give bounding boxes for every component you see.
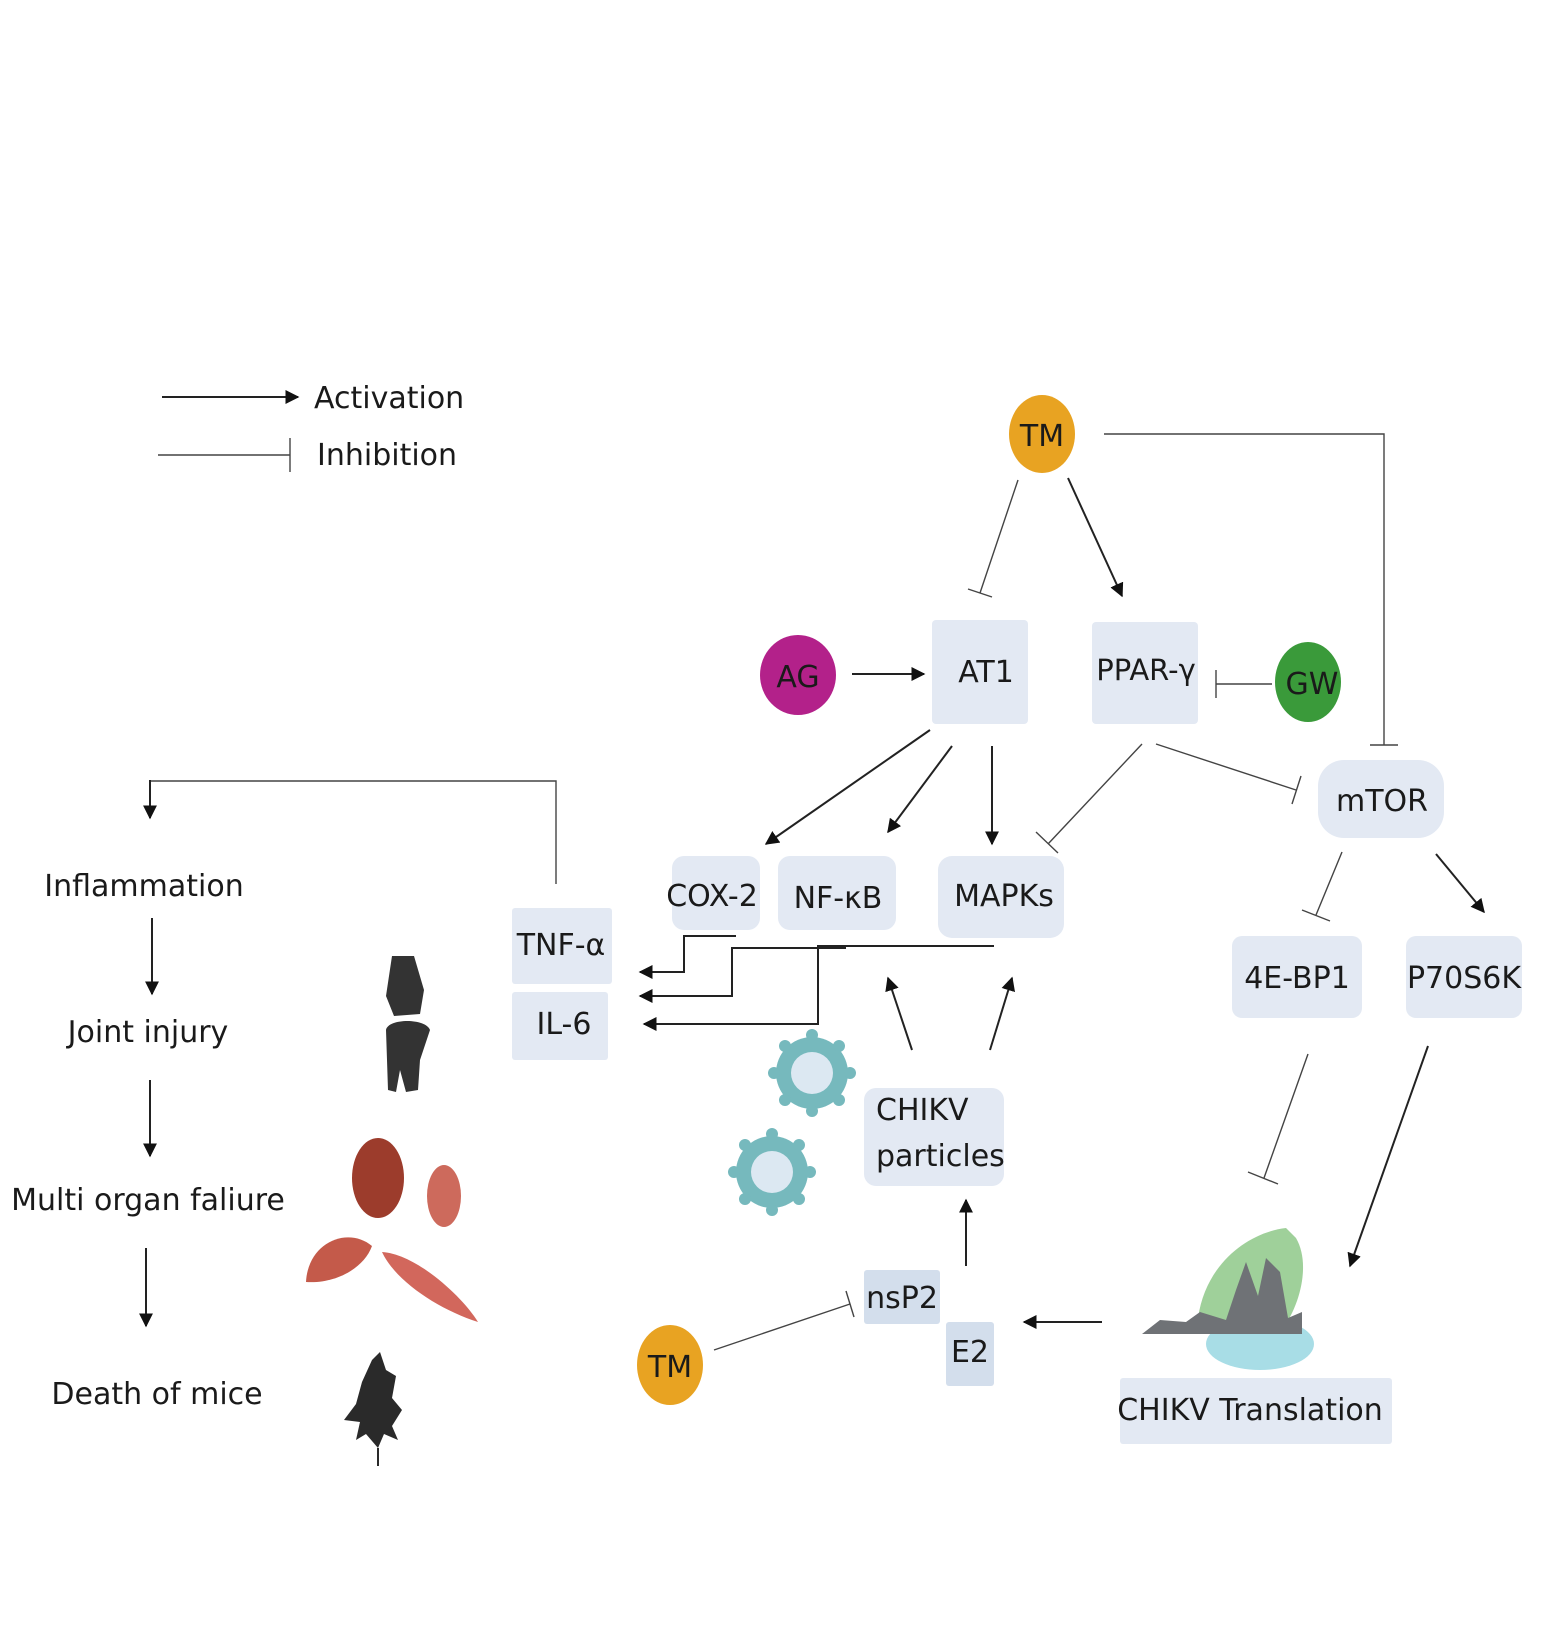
virus-icon [728, 1128, 816, 1216]
at1-label: AT1 [958, 655, 1014, 690]
particles-activates-mapks [989, 976, 1016, 1051]
il6-box [512, 992, 608, 1060]
ppar-box [1092, 622, 1198, 724]
tm-activates-ppar [1067, 477, 1124, 598]
virus-icon [768, 1029, 856, 1117]
chikv-particles-label-2: particles [876, 1139, 1005, 1174]
particles-activates-nfkb [885, 976, 913, 1051]
e2-label: E2 [951, 1335, 989, 1370]
mapks-label: MAPKs [954, 879, 1054, 914]
ppar-inhibits-mapks-bar [1035, 831, 1059, 854]
4ebp1-inhibits-translation [1263, 1053, 1309, 1179]
ag-circle [760, 635, 836, 715]
mtor-activates-p70s6k [1435, 853, 1485, 914]
tm-inhibits-nsp2 [713, 1303, 851, 1351]
gw-circle [1275, 642, 1341, 722]
chikv-translation-box [1120, 1378, 1392, 1444]
tnfa-box [512, 908, 612, 984]
legend: Activation Inhibition [158, 381, 464, 473]
ppar-label: PPAR-γ [1096, 653, 1196, 687]
ribosome-icon [1142, 1228, 1314, 1370]
edges [139, 433, 1485, 1351]
organs-icon [306, 1138, 478, 1322]
inflammation-label: Inflammation [44, 869, 243, 904]
p70s6k-label: P70S6K [1407, 961, 1522, 996]
fourebp1-box [1232, 936, 1362, 1018]
joint-icon [386, 956, 430, 1092]
node-labels: TM AG GW TM AT1 PPAR-γ mTOR COX-2 NF-κB … [516, 419, 1523, 1428]
outcome-labels: Inflammation Joint injury Multi organ fa… [11, 869, 285, 1412]
p70s6k-activates-translation [1347, 1045, 1429, 1268]
at1-activates-cox2 [764, 729, 931, 845]
tm-top-circle [1009, 395, 1075, 473]
4ebp1-inhibits-translation-bar [1247, 1171, 1279, 1185]
nsp2-label: nsP2 [866, 1281, 938, 1316]
legend-inhibition-label: Inhibition [317, 438, 457, 473]
tm-bottom-circle [637, 1325, 703, 1405]
joint-injury-label: Joint injury [66, 1015, 229, 1050]
cox2-label: COX-2 [666, 879, 758, 914]
mtor-label: mTOR [1336, 784, 1428, 819]
at1-box [932, 620, 1028, 724]
mapks-activates-il6 [642, 945, 994, 1031]
multi-organ-label: Multi organ faliure [11, 1183, 285, 1218]
tnfa-label: TNF-α [516, 928, 606, 963]
node-boxes [512, 620, 1522, 1444]
tm-inhibits-mtor [1104, 433, 1385, 745]
tm-inhibits-at1 [979, 479, 1019, 594]
nfkb-activates-il6 [638, 947, 846, 1003]
e2-box [946, 1322, 994, 1386]
cox2-box [672, 856, 760, 930]
ppar-inhibits-mtor [1155, 743, 1297, 791]
compound-circles [637, 395, 1341, 1405]
cox2-activates-tnfa [638, 935, 736, 979]
mouse-icon [344, 1352, 402, 1466]
nfkb-box [778, 856, 896, 930]
legend-activation-label: Activation [314, 381, 464, 416]
tm-inhibits-at1-bar [967, 588, 993, 598]
ppar-inhibits-mapks [1047, 743, 1143, 845]
nsp2-box [864, 1270, 940, 1324]
il6-label: IL-6 [537, 1007, 592, 1042]
ag-label: AG [776, 660, 819, 695]
tm-top-label: TM [1019, 419, 1064, 454]
tnfa-activates-inflammation [150, 780, 557, 884]
at1-activates-nfkb [887, 745, 953, 834]
chikv-translation-label: CHIKV Translation [1117, 1393, 1383, 1428]
death-label: Death of mice [51, 1377, 262, 1412]
tm-bottom-label: TM [647, 1350, 692, 1385]
chikv-particles-box [864, 1088, 1004, 1186]
mtor-box [1318, 760, 1444, 838]
nfkb-label: NF-κB [794, 881, 883, 916]
mtor-inhibits-4ebp1-bar [1301, 909, 1331, 922]
p70s6k-box [1406, 936, 1522, 1018]
ppar-inhibits-mtor-bar [1291, 775, 1302, 805]
mapks-box [938, 856, 1064, 938]
tm-inhibits-nsp2-bar [845, 1290, 855, 1318]
gw-label: GW [1286, 667, 1339, 702]
chikv-particles-label-1: CHIKV [876, 1093, 969, 1128]
fourebp1-label: 4E-BP1 [1244, 961, 1350, 996]
mtor-inhibits-4ebp1 [1315, 851, 1343, 916]
